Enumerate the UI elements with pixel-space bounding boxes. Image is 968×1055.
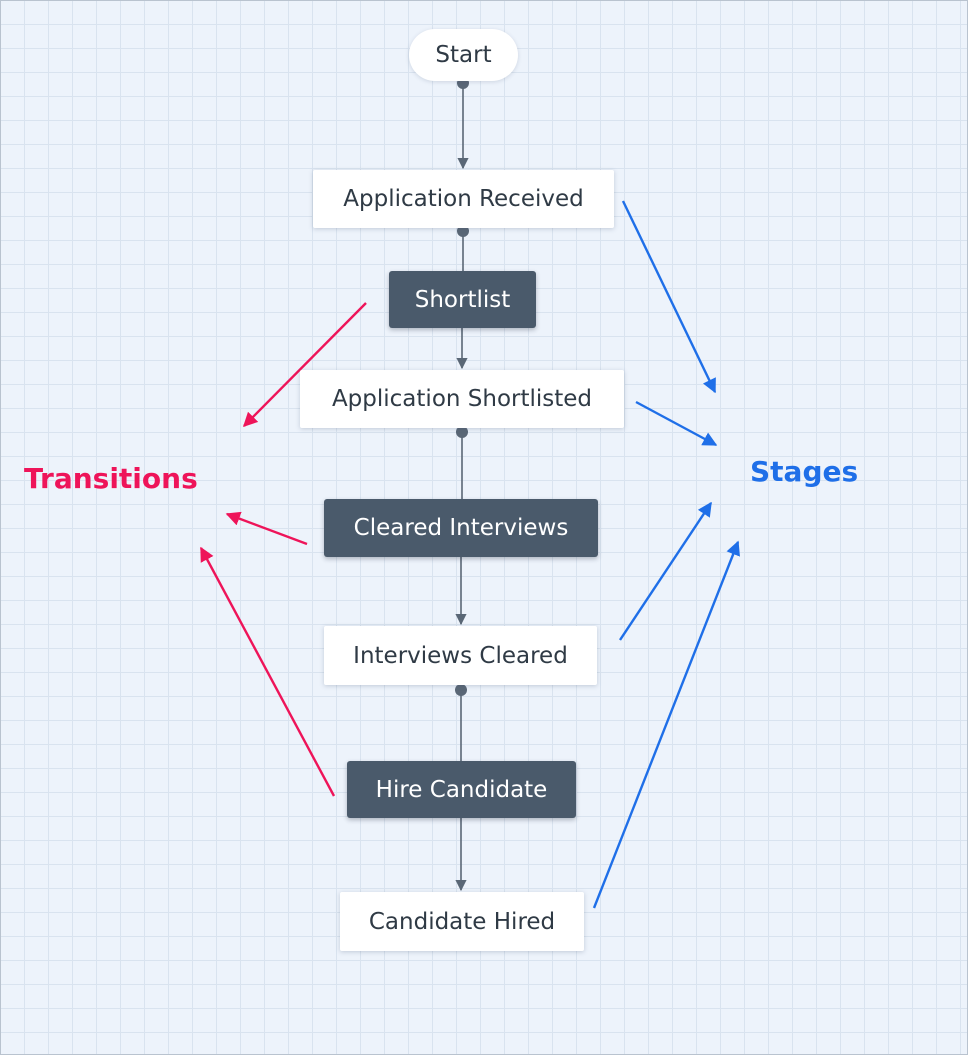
stage-label: Application Received [343,186,584,212]
transition-label: Hire Candidate [375,776,548,803]
stages-arrow-candidate-hired [592,540,740,909]
stage-label: Candidate Hired [368,908,556,935]
stages-annotation-label: Stages [750,455,859,488]
start-node-label: Start [435,42,492,68]
transitions-arrow-shortlist [242,302,367,428]
stage-label: Application Shortlisted [331,386,593,412]
transition-label: Cleared Interviews [353,515,569,541]
transition-hire-candidate[interactable]: Hire Candidate [347,761,576,818]
transition-cleared-interviews[interactable]: Cleared Interviews [324,499,598,557]
stage-application-shortlisted[interactable]: Application Shortlisted [300,370,624,428]
stage-candidate-hired[interactable]: Candidate Hired [340,892,584,951]
transition-label: Shortlist [414,286,511,313]
transitions-arrow-hire-candidate [199,546,336,797]
transition-shortlist[interactable]: Shortlist [389,271,536,328]
start-node[interactable]: Start [409,29,518,81]
stage-application-received[interactable]: Application Received [313,170,614,228]
stages-arrow-interviews-cleared [619,501,712,641]
stages-arrow-application-shortlisted [635,400,718,447]
connector-dot-interviews-cleared [455,684,467,696]
transitions-arrow-cleared-interviews [225,511,308,546]
transitions-annotation-label: Transitions [24,462,198,495]
connector-dot-shortlisted [456,426,468,438]
stage-interviews-cleared[interactable]: Interviews Cleared [324,626,597,685]
stages-arrow-application-received [621,200,717,394]
stage-label: Interviews Cleared [353,642,568,669]
connector-dot-received [457,225,469,237]
